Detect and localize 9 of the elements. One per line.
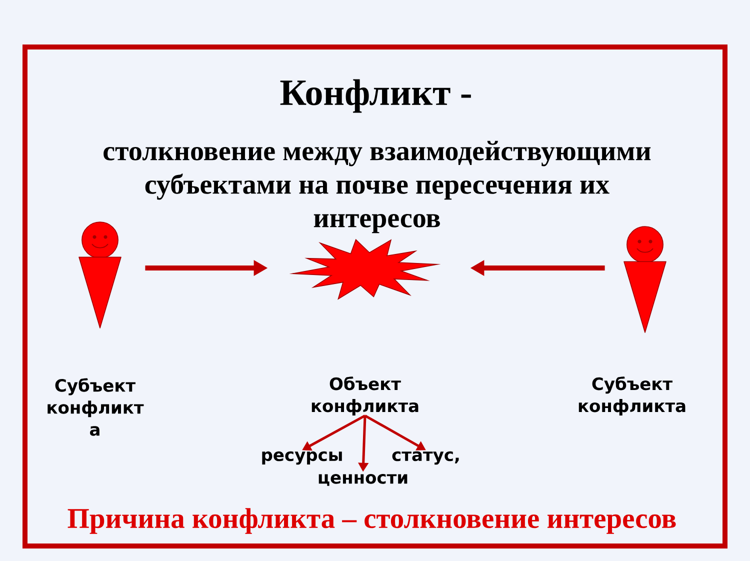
text-label: ресурсы bbox=[262, 451, 342, 465]
text-label: статус, bbox=[392, 451, 459, 465]
body-text: столкновение между взаимодействующими субъектами на почве пересечения их интересов bbox=[104, 140, 651, 234]
caption-text: Субъект конфликт а bbox=[48, 378, 144, 436]
footer-text: Причина конфликта – столкновение интересов bbox=[68, 508, 676, 534]
text-label: ценности bbox=[318, 474, 408, 486]
caption-text: Субъект конфликта bbox=[578, 376, 686, 416]
text-label: Объект конфликта bbox=[312, 376, 418, 416]
title: Конфликт - bbox=[280, 79, 471, 113]
